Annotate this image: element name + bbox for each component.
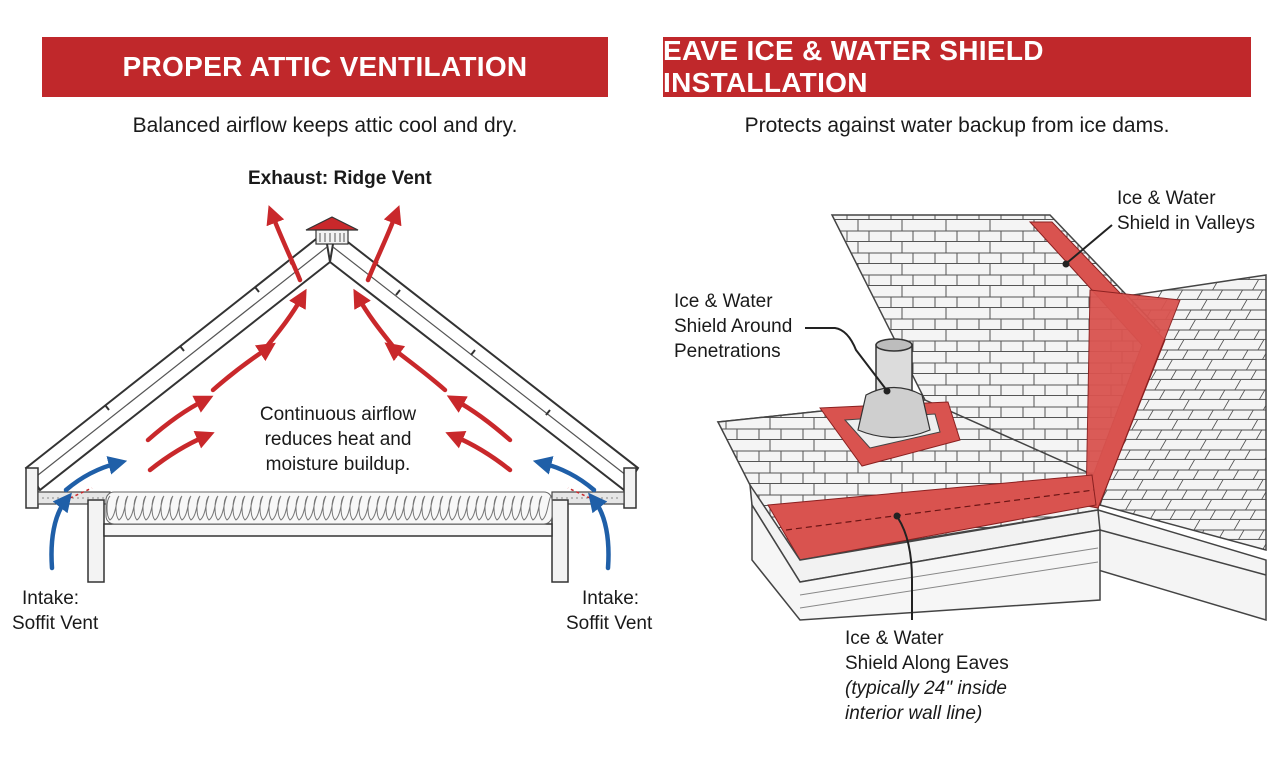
right-panel-subtitle: Protects against water backup from ice d… xyxy=(744,114,1170,137)
roof-section xyxy=(716,214,1267,622)
exhaust-arrows xyxy=(145,205,513,473)
attic-section xyxy=(24,216,640,583)
intake-right-label: Intake: Soffit Vent xyxy=(566,588,653,634)
eaves-leader-line xyxy=(897,517,913,620)
penetrations-label: Ice & Water Shield Around Penetrations xyxy=(674,291,793,362)
left-panel-subtitle: Balanced airflow keeps attic cool and dr… xyxy=(132,114,518,137)
eaves-note-line-1: (typically 24" inside xyxy=(845,678,1007,699)
exhaust-label: Exhaust: Ridge Vent xyxy=(248,168,432,189)
airflow-label: Continuous airflow reduces heat and mois… xyxy=(259,404,417,475)
valleys-label: Ice & Water Shield in Valleys xyxy=(1117,188,1256,234)
left-panel-title: PROPER ATTIC VENTILATION xyxy=(42,37,608,97)
valleys-leader-line xyxy=(1067,224,1113,263)
intake-left-label: Intake: Soffit Vent xyxy=(12,588,99,634)
intake-arrows xyxy=(49,456,611,571)
eaves-note-line-2: interior wall line) xyxy=(845,703,983,724)
right-panel-title: EAVE ICE & WATER SHIELD INSTALLATION xyxy=(663,35,1251,98)
penetrations-leader-line xyxy=(805,327,886,389)
eaves-label: Ice & Water Shield Along Eaves (typicall… xyxy=(845,628,1009,724)
